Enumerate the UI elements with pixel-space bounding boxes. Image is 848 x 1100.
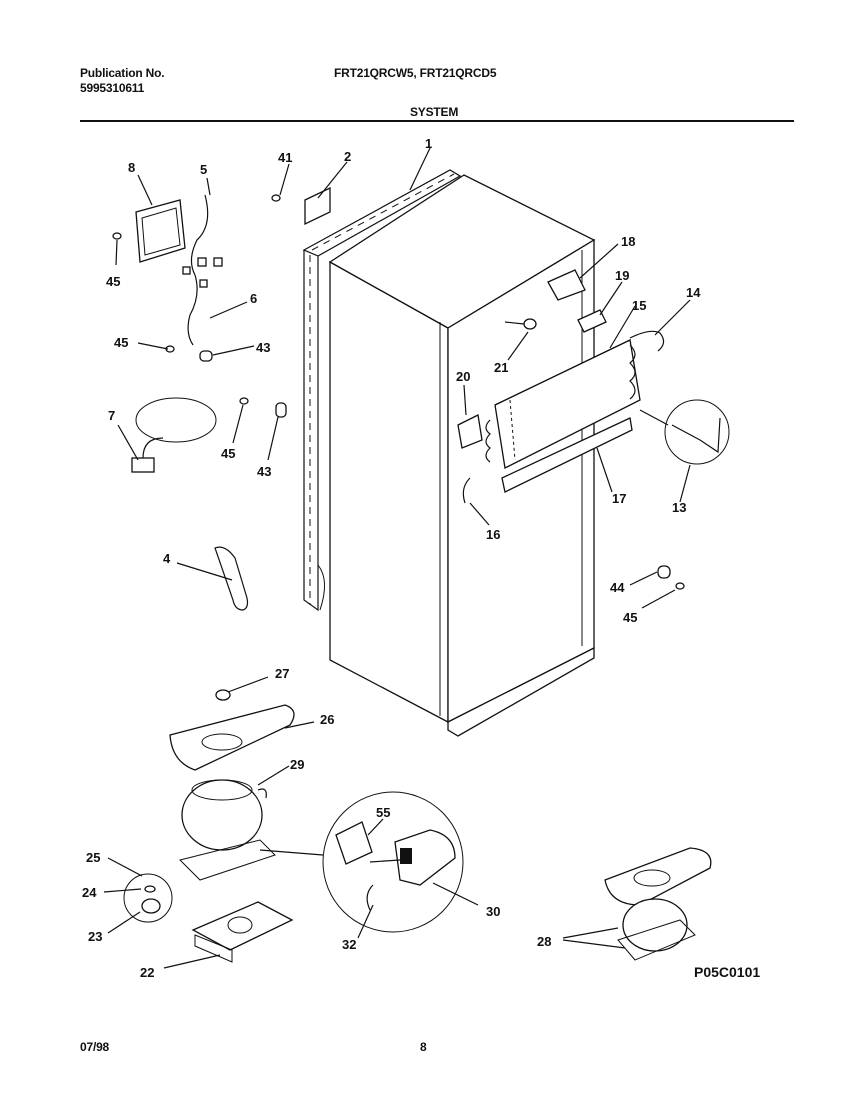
callout-16: 16 [486,527,500,542]
callout-8: 8 [128,160,135,175]
callout-1: 1 [425,136,432,151]
callout-15: 15 [632,298,646,313]
figure-id: P05C0101 [694,964,760,980]
grommet-27 [215,689,231,701]
callout-26: 26 [320,712,334,727]
callout-23: 23 [88,929,102,944]
relay-detail [259,791,464,933]
callout-22: 22 [140,965,154,980]
part-19 [577,309,607,333]
base-bracket [191,901,294,963]
callout-13: 13 [672,500,686,515]
defrost-control-20 [457,414,483,449]
control-box-8 [135,199,186,263]
model-numbers: FRT21QRCW5, FRT21QRCD5 [334,66,497,80]
callout-41: 41 [278,150,292,165]
condenser-coil [302,169,462,612]
callout-32: 32 [342,937,356,952]
callout-18: 18 [621,234,635,249]
compressor-assembly [604,847,712,961]
callout-19: 19 [615,268,629,283]
wire-harness-5-6 [182,194,223,346]
power-cord-7 [131,397,217,473]
publication-label: Publication No. [80,66,165,80]
callout-6: 6 [250,291,257,306]
callout-27: 27 [275,666,289,681]
drain-pan [169,704,295,771]
callout-45-a: 45 [106,274,120,289]
leader-lines [103,147,691,969]
callout-21: 21 [494,360,508,375]
callout-7: 7 [108,408,115,423]
callouts: 1 2 41 8 5 45 6 45 43 7 45 43 4 18 19 15… [82,136,760,980]
screws [112,194,685,590]
callout-30: 30 [486,904,500,919]
compressor [179,779,276,881]
callout-43-b: 43 [257,464,271,479]
callout-4: 4 [163,551,171,566]
section-title: SYSTEM [410,105,459,119]
callout-45-b: 45 [114,335,128,350]
fan-motor-detail [639,399,730,465]
publication-number: 5995310611 [80,81,145,95]
callout-28: 28 [537,934,551,949]
callout-17: 17 [612,491,626,506]
callout-14: 14 [686,285,701,300]
callout-24: 24 [82,885,97,900]
thermistor-16 [462,477,471,504]
callout-43-a: 43 [256,340,270,355]
callout-45-d: 45 [623,610,637,625]
evaporator-coil [485,330,665,493]
damper-18 [547,269,586,301]
tube-4 [214,546,249,611]
page-number: 8 [420,1040,427,1054]
callout-2: 2 [344,149,351,164]
grommet-detail [123,873,173,923]
bracket-2 [304,186,331,226]
callout-45-c: 45 [221,446,235,461]
callout-5: 5 [200,162,207,177]
footer-date: 07/98 [80,1040,110,1054]
callout-29: 29 [290,757,304,772]
callout-44: 44 [610,580,625,595]
part-21 [504,318,537,330]
callout-20: 20 [456,369,470,384]
header-rule [80,120,794,122]
callout-25: 25 [86,850,100,865]
callout-55: 55 [376,805,390,820]
